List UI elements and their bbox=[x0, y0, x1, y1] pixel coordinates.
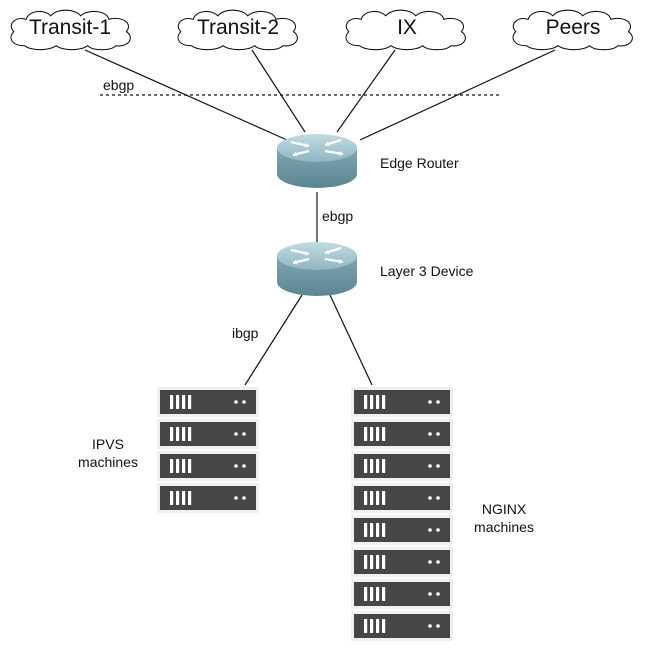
link-peers-edge bbox=[359, 49, 556, 141]
edge-router bbox=[277, 134, 357, 188]
server-icon bbox=[157, 419, 259, 449]
server-icon bbox=[157, 451, 259, 481]
router-arrows-icon bbox=[290, 246, 344, 265]
cloud-label-peers: Peers bbox=[545, 16, 601, 39]
nginx-server-stack bbox=[351, 387, 453, 641]
layer3-device-label: Layer 3 Device bbox=[380, 263, 474, 279]
server-icon bbox=[351, 579, 453, 609]
cloud-label-ix: IX bbox=[397, 16, 417, 39]
server-icon bbox=[157, 483, 259, 513]
nginx-label-line2: machines bbox=[474, 519, 534, 535]
link-l3-ipvs bbox=[244, 294, 303, 386]
ipvs-group-label: IPVS machines bbox=[72, 435, 144, 471]
core-link-label: ebgp bbox=[322, 208, 354, 224]
server-icon bbox=[351, 611, 453, 641]
router-arrows-icon bbox=[290, 138, 344, 157]
cloud-label-transit1: Transit-1 bbox=[28, 16, 112, 39]
link-transit2-edge bbox=[251, 49, 306, 133]
server-icon bbox=[351, 419, 453, 449]
layer3-device bbox=[277, 242, 357, 296]
edge-router-label: Edge Router bbox=[380, 155, 459, 171]
links bbox=[84, 49, 556, 386]
server-icon bbox=[351, 387, 453, 417]
server-icon bbox=[351, 451, 453, 481]
server-icon bbox=[351, 515, 453, 545]
ipvs-label-line2: machines bbox=[78, 454, 138, 470]
nginx-group-label: NGINX machines bbox=[466, 500, 542, 536]
link-l3-nginx bbox=[329, 294, 373, 386]
cloud-label-transit2: Transit-2 bbox=[196, 16, 280, 39]
nginx-label-line1: NGINX bbox=[481, 501, 527, 517]
router-top bbox=[277, 134, 357, 162]
router-top bbox=[277, 242, 357, 270]
ipvs-label-line1: IPVS bbox=[92, 436, 124, 452]
server-icon bbox=[351, 547, 453, 577]
link-ix-edge bbox=[336, 49, 396, 133]
server-icon bbox=[157, 387, 259, 417]
ebgp-boundary-label: ebgp bbox=[103, 77, 135, 93]
server-icon bbox=[351, 483, 453, 513]
ipvs-server-stack bbox=[157, 387, 259, 513]
ibgp-label: ibgp bbox=[232, 325, 259, 341]
